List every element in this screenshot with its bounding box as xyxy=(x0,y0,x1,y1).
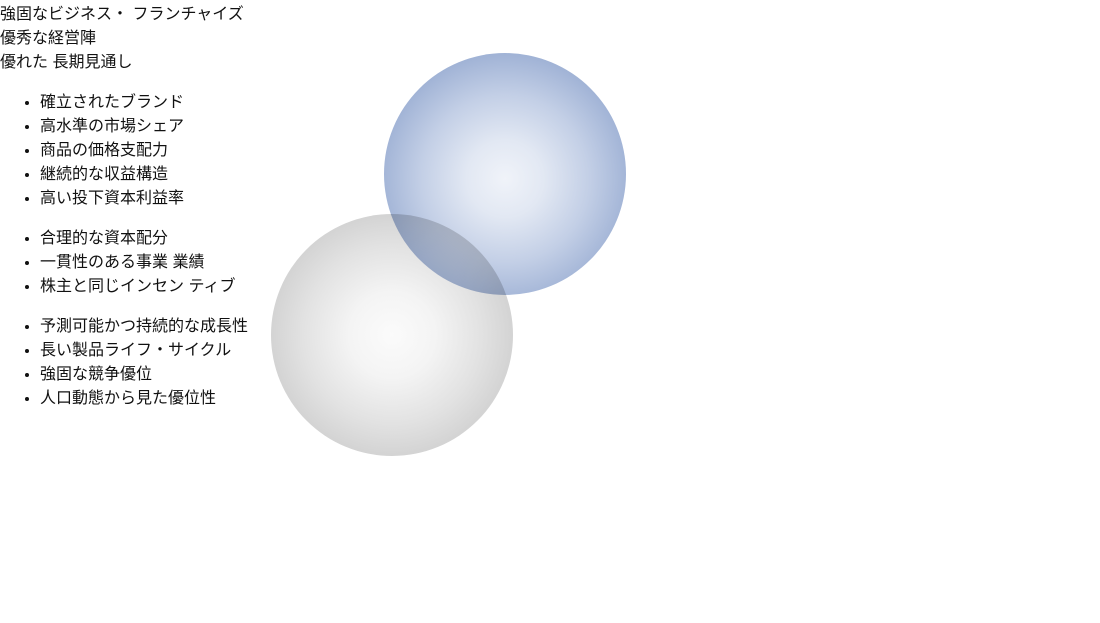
list-item-text: 継続的な収益構造 xyxy=(40,166,169,183)
list-item-text: 商品の価格支配力 xyxy=(40,142,169,159)
list-item-text: 高水準の市場シェア xyxy=(40,118,185,135)
list-item-text: 合理的な資本配分 xyxy=(40,230,169,247)
list-item-text: 確立されたブランド xyxy=(40,94,185,111)
franchise-bullet-list: 確立されたブランド 高水準の市場シェア 商品の価格支配力 継続的な収益構造 高い… xyxy=(0,88,1100,208)
list-item-text: 強固な競争優位 xyxy=(40,366,153,383)
outlook-circle-label: 優れた 長期見通し xyxy=(0,54,133,71)
list-item-text: 長い製品ライフ・サイクル xyxy=(40,342,232,359)
list-item: 高い投下資本利益率 xyxy=(40,184,1100,208)
list-item: 確立されたブランド xyxy=(40,88,1100,112)
list-item-text: 人口動態から見た優位性 xyxy=(40,390,217,407)
list-item-text: 株主と同じインセン ティブ xyxy=(40,278,236,295)
list-item: 合理的な資本配分 xyxy=(40,224,1100,248)
list-item: 一貫性のある事業 業績 xyxy=(40,248,1100,272)
venn-circle-outlook xyxy=(488,213,732,457)
management-bullet-list: 合理的な資本配分 一貫性のある事業 業績 株主と同じインセン ティブ xyxy=(0,224,1100,296)
list-item: 人口動態から見た優位性 xyxy=(40,384,1100,408)
list-item-text: 高い投下資本利益率 xyxy=(40,190,185,207)
list-item: 長い製品ライフ・サイクル xyxy=(40,336,1100,360)
franchise-circle-label: 強固なビジネス・ フランチャイズ xyxy=(0,6,244,23)
list-item: 株主と同じインセン ティブ xyxy=(40,272,1100,296)
list-item: 商品の価格支配力 xyxy=(40,136,1100,160)
list-item-text: 一貫性のある事業 業績 xyxy=(40,254,205,271)
list-item: 継続的な収益構造 xyxy=(40,160,1100,184)
list-item-text: 予測可能かつ持続的な成長性 xyxy=(40,318,249,335)
venn-circle-management xyxy=(271,214,513,456)
management-circle-label: 優秀な経営陣 xyxy=(0,30,97,47)
list-item: 高水準の市場シェア xyxy=(40,112,1100,136)
outlook-bullet-list: 予測可能かつ持続的な成長性 長い製品ライフ・サイクル 強固な競争優位 人口動態か… xyxy=(0,312,1100,408)
list-item: 強固な競争優位 xyxy=(40,360,1100,384)
list-item: 予測可能かつ持続的な成長性 xyxy=(40,312,1100,336)
